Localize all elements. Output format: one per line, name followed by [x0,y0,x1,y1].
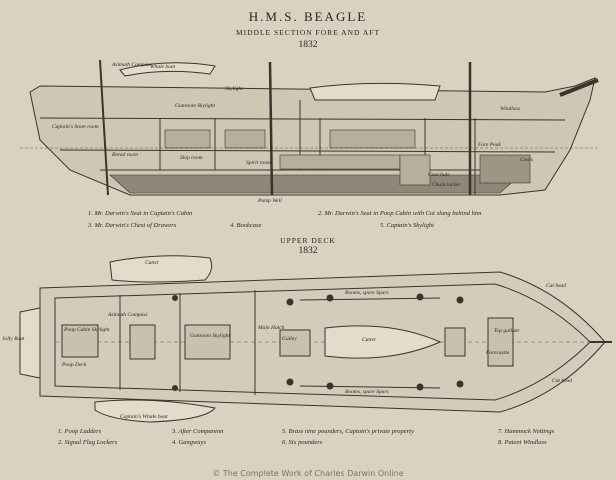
legend-bottom-item: 8. Patent Windlass [498,439,547,446]
label-whale-boat: Whale boat [150,64,176,70]
page-title: H.M.S. BEAGLE [248,9,368,24]
label-azimuth-compass: Azimuth Compass [112,62,152,68]
year-top: 1832 [298,40,318,50]
label-booms-top: Booms, spare Spars [345,290,389,296]
label-main-hatch: Main Hatch [258,325,285,331]
legend-top-item: 5. Captain's Skylight [380,222,434,229]
legend-top-item: 4. Bookcase [230,222,262,229]
label-gunroom-skylight: Gunroom Skylight [175,103,215,109]
label-coal-hole: Coal hole [428,172,450,178]
label-fore-peak: Fore Peak [478,142,501,148]
legend-bottom-item: 6. Six pounders [282,439,323,446]
label-slop-room: Slop room [180,155,203,161]
label-coals: Coals [520,157,533,163]
label-galley: Galley [282,336,297,342]
legend-bottom-item: 2. Signal Flag Lockers [58,439,118,446]
label-cutter: Cutter [145,260,160,266]
label-cat-head-top: Cat head [546,283,567,289]
page-subtitle: MIDDLE SECTION FORE AND AFT [235,28,381,37]
label-spirit-room: Spirit room [246,160,272,166]
label-top-gallant: Top gallant [494,328,520,334]
legend-top-item: 3. Mr. Darwin's Chest of Drawers [88,222,177,229]
label-captains-store-room: Captain's Store room [52,124,99,130]
label-captains-whale-boat: Captain's Whale boat [120,414,168,420]
label-forecastle: Forecastle [486,350,510,356]
label-gunroom-skylight-deck: Gunroom Skylight [190,333,230,339]
legend-bottom-item: 3. After Companion [172,428,224,435]
legend-bottom-item: 5. Brass nine pounders, Captain's privat… [282,428,414,435]
label-pump-well: Pump Well [258,198,282,204]
legend-bottom-item: 1. Poop Ladders [58,428,102,435]
label-azimuth-compass-deck: Azimuth Compass [108,312,148,318]
label-skylight: Skylight [225,86,243,92]
legend-top-item: 2. Mr. Darwin's Seat in Poop Cabin with … [318,210,482,217]
label-booms-bottom: Booms, spare Spars [345,389,389,395]
upper-deck-title: UPPER DECK [280,236,336,245]
label-poop-deck: Poop Deck [62,362,87,368]
year-bottom: 1832 [298,246,318,256]
label-poop-cabin-skylight: Poop Cabin Skylight [64,327,110,333]
label-jolly-boat: Jolly Boat [2,336,25,342]
copyright-credit: © The Complete Work of Charles Darwin On… [212,469,404,478]
label-cutter-bow: Cutter [362,337,377,343]
label-windlass: Windlass [500,106,520,112]
legend-bottom-item: 7. Hammock Nettings [498,428,555,435]
label-cat-head-bottom: Cat head [552,378,573,384]
legend-top-item: 1. Mr. Darwin's Seat in Captain's Cabin [88,210,193,217]
label-bread-room: Bread room [112,152,139,158]
label-chain-locker: Chain locker [432,182,461,188]
legend-bottom-item: 4. Gangways [172,439,206,446]
